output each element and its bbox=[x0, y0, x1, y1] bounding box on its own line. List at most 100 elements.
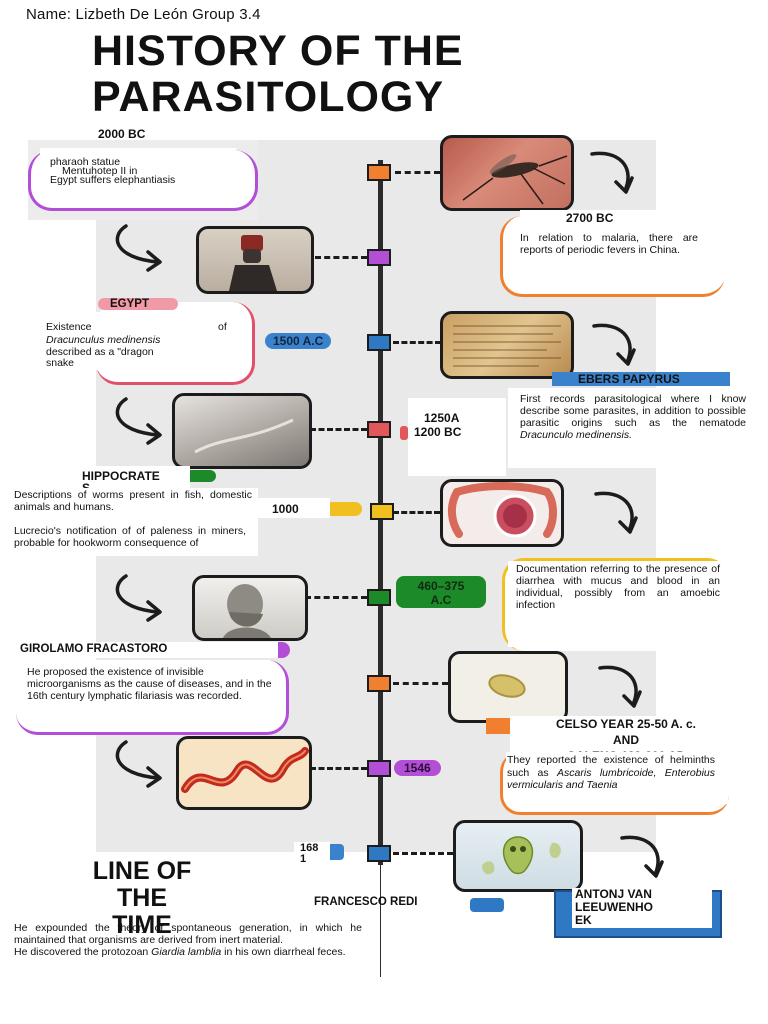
year-1250a: 1250A bbox=[424, 411, 460, 425]
lucrecio-text: Lucrecio's notification of of paleness i… bbox=[14, 525, 246, 549]
year-460-line-1: 460–375 bbox=[417, 579, 465, 593]
line-title-3: TIME bbox=[112, 911, 172, 939]
year-1681-line-2: 1 bbox=[300, 853, 307, 865]
redi-text-1: He expounded the theory of spontaneous g… bbox=[14, 922, 362, 946]
pharaoh-card-mask bbox=[40, 148, 236, 190]
helminths-text-species: Ascaris lumbricoide, Enterobius vermicul… bbox=[507, 766, 716, 792]
timeline-node bbox=[367, 845, 391, 862]
timeline-node bbox=[367, 675, 391, 692]
red-worm-photo bbox=[176, 736, 312, 810]
antonj-mask bbox=[572, 888, 712, 928]
girolamo-mask bbox=[14, 642, 278, 658]
year-2000bc: 2000 BC bbox=[98, 127, 146, 141]
author-name: Name: Lizbeth De León Group 3.4 bbox=[26, 6, 261, 23]
curved-arrow-icon bbox=[598, 665, 642, 708]
title-line-1: HISTORY OF THE bbox=[92, 27, 464, 75]
intestine-photo bbox=[440, 479, 564, 547]
dash-connector bbox=[393, 682, 448, 685]
malaria-text: In relation to malaria, there are report… bbox=[520, 232, 698, 256]
papyrus-icon bbox=[453, 325, 561, 367]
y1000-mask bbox=[258, 498, 330, 518]
diarrhea-text: Documentation referring to the presence … bbox=[516, 563, 720, 611]
curved-arrow-icon bbox=[115, 397, 162, 445]
ebers-card bbox=[508, 388, 754, 468]
timeline-spine-tail bbox=[380, 865, 381, 977]
dash-connector bbox=[395, 171, 440, 174]
diarrhea-card-mask bbox=[508, 561, 730, 647]
pharaoh-text-1: pharaoh statue bbox=[50, 156, 121, 168]
curved-arrow-icon bbox=[590, 151, 634, 194]
year-1000: 1000 bbox=[272, 502, 299, 516]
year-1681-line-1: 168 bbox=[300, 842, 319, 854]
redi-text: He expounded the theory of spontaneous g… bbox=[14, 922, 362, 958]
celso-line-2: AND bbox=[613, 733, 639, 747]
year-1681: 168 1 bbox=[300, 843, 318, 865]
existence-text-1: Existence bbox=[46, 321, 92, 333]
intestine-icon bbox=[448, 482, 557, 538]
curved-arrow-icon bbox=[620, 835, 664, 878]
egypt-banner bbox=[98, 298, 178, 310]
ebers-text-species: Dracunculo medinensis. bbox=[520, 429, 633, 441]
dash-connector bbox=[393, 511, 440, 514]
existence-text-1b: of bbox=[218, 321, 227, 333]
skin-worm-photo bbox=[172, 393, 312, 469]
fracastoro-text: He proposed the existence of invisible m… bbox=[27, 666, 272, 702]
curved-arrow-icon bbox=[594, 491, 638, 534]
pharaoh-statue-icon bbox=[229, 235, 277, 291]
existence-text-4: snake bbox=[46, 357, 75, 369]
redi-text-2b: in his own diarrheal feces. bbox=[224, 946, 346, 958]
label-girolamo: GIROLAMO FRACASTORO bbox=[20, 643, 168, 655]
timeline-node bbox=[370, 503, 394, 520]
label-redi: FRANCESCO REDI bbox=[314, 896, 418, 908]
mosquito-photo bbox=[440, 135, 574, 211]
parasite-egg-photo bbox=[448, 651, 568, 723]
curved-arrow-icon bbox=[115, 224, 162, 272]
label-ebers: EBERS PAPYRUS bbox=[578, 372, 680, 386]
pharaoh-text-2: Mentuhotep II in bbox=[62, 165, 138, 177]
helminths-text-main: They reported the existence of helminths… bbox=[507, 754, 715, 779]
fracastoro-card-mask bbox=[20, 660, 270, 716]
worms-text: Descriptions of worms present in fish, d… bbox=[14, 489, 252, 513]
papyrus-photo bbox=[440, 311, 574, 379]
giardia-photo bbox=[453, 820, 583, 892]
dash-connector bbox=[315, 256, 367, 259]
year-1200bc: 1200 BC bbox=[414, 425, 462, 439]
dash-connector bbox=[310, 428, 367, 431]
red-worm-icon bbox=[181, 747, 309, 793]
redi-text-species: Giardia lamblia bbox=[151, 946, 222, 958]
timeline-node bbox=[367, 421, 391, 438]
timeline-node bbox=[367, 164, 391, 181]
antonj-line-2: LEEUWENHO bbox=[575, 900, 653, 914]
y1250-card bbox=[408, 398, 506, 476]
existence-text-3: described as a "dragon bbox=[46, 346, 154, 358]
redi-tab bbox=[470, 898, 504, 912]
y1681-mask bbox=[294, 842, 330, 868]
timeline-node bbox=[367, 760, 391, 777]
antonj-line-3: EK bbox=[575, 913, 592, 927]
dash-connector bbox=[305, 596, 367, 599]
timeline-node bbox=[367, 249, 391, 266]
year-2700bc: 2700 BC bbox=[566, 211, 614, 225]
hippocrates-line-1: HIPPOCRATE bbox=[82, 469, 160, 483]
antonj-line-1: ANTONJ VAN bbox=[575, 887, 652, 901]
ebers-text: First records parasitological where I kn… bbox=[520, 393, 746, 441]
curved-arrow-icon bbox=[115, 574, 162, 622]
curved-arrow-icon bbox=[592, 323, 636, 366]
title-line-2: PARASITOLOGY bbox=[92, 73, 445, 121]
timeline-node bbox=[367, 589, 391, 606]
curved-arrow-icon bbox=[115, 740, 162, 788]
y460-pill bbox=[396, 576, 486, 608]
mosquito-icon bbox=[462, 154, 568, 205]
line-of-time-title: LINE OF THE TIME bbox=[40, 858, 244, 939]
celso-line-1: CELSO YEAR 25-50 A. c. bbox=[555, 717, 697, 731]
redi-text-2a: He discovered the protozoan bbox=[14, 946, 149, 958]
y1250-tab bbox=[400, 426, 408, 440]
helminths-text: They reported the existence of helminths… bbox=[507, 754, 715, 792]
hippocrates-bust-photo bbox=[192, 575, 308, 641]
line-title-2: THE bbox=[117, 884, 167, 912]
dash-connector bbox=[393, 341, 441, 344]
timeline-node bbox=[367, 334, 391, 351]
year-460-line-2: A.C bbox=[430, 593, 452, 607]
dash-connector bbox=[393, 852, 453, 855]
pharaoh-text-3: Egypt suffers elephantiasis bbox=[50, 174, 176, 186]
